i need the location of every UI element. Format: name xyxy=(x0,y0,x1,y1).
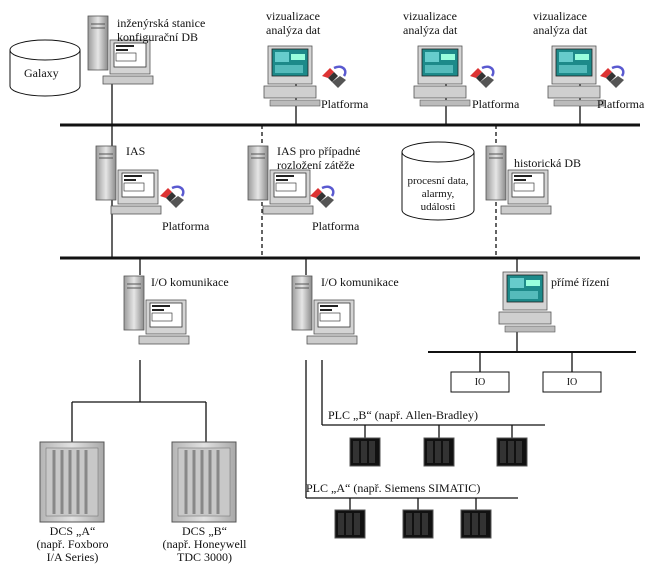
dcs-a-label-1: DCS „A“ xyxy=(49,524,96,538)
viz-station-2-icon xyxy=(413,45,471,107)
dcs-b-rack-icon xyxy=(171,441,237,523)
io-box-2-label: IO xyxy=(566,377,578,388)
viz-station-3-icon xyxy=(547,45,605,107)
eng-station-label-1: inženýrská stanice xyxy=(117,16,206,30)
process-db-label-3: události xyxy=(420,201,456,213)
plc-a-3-icon xyxy=(460,509,492,539)
platform-label-4: Platforma xyxy=(162,219,210,233)
io-box-1 xyxy=(450,371,510,393)
plc-b-label: PLC „B“ (např. Allen-Bradley) xyxy=(328,408,478,422)
plc-b-2-icon xyxy=(423,437,455,467)
ias-lb-label-1: IAS pro případné xyxy=(277,144,361,158)
process-db-icon xyxy=(401,141,475,221)
io-comm-1-label: I/O komunikace xyxy=(151,275,229,289)
viz1-label-1: vizualizace xyxy=(266,9,320,23)
platform-icon-4 xyxy=(158,185,186,210)
viz3-label-2: analýza dat xyxy=(533,23,588,37)
ias-lb-label-2: rozložení zátěže xyxy=(277,158,355,172)
process-db-label-2: alarmy, xyxy=(421,188,455,200)
platform-label-5: Platforma xyxy=(312,219,360,233)
platform-icon-5 xyxy=(308,185,336,210)
historic-db-label: historická DB xyxy=(514,156,581,170)
platform-label-1: Platforma xyxy=(321,97,369,111)
platform-label-2: Platforma xyxy=(472,97,520,111)
io-box-1-label: IO xyxy=(474,377,486,388)
galaxy-label: Galaxy xyxy=(24,66,59,80)
plc-a-label: PLC „A“ (např. Siemens SIMATIC) xyxy=(306,481,481,495)
dcs-b-label-2: (např. Honeywell xyxy=(162,537,247,551)
plc-a-1-icon xyxy=(334,509,366,539)
dcs-a-label-2: (např. Foxboro xyxy=(36,537,109,551)
viz2-label-2: analýza dat xyxy=(403,23,458,37)
plc-b-1-icon xyxy=(349,437,381,467)
direct-control-label: přímé řízení xyxy=(551,275,610,289)
dcs-b-label-1: DCS „B“ xyxy=(182,524,227,538)
direct-control-station-icon xyxy=(498,271,556,333)
viz-station-1-icon xyxy=(263,45,321,107)
platform-label-3: Platforma xyxy=(597,97,645,111)
process-db-label-1: procesní data, xyxy=(407,175,469,187)
platform-icon-1 xyxy=(320,65,348,90)
plc-a-2-icon xyxy=(402,509,434,539)
dcs-a-rack-icon xyxy=(39,441,105,523)
viz3-label-1: vizualizace xyxy=(533,9,587,23)
viz2-label-1: vizualizace xyxy=(403,9,457,23)
io-box-2 xyxy=(542,371,602,393)
galaxy-db-icon xyxy=(9,39,81,97)
dcs-a-label-3: I/A Series) xyxy=(46,550,99,564)
platform-icon-3 xyxy=(598,65,626,90)
ias-label: IAS xyxy=(126,144,146,158)
plc-b-3-icon xyxy=(496,437,528,467)
eng-station-label-2: konfigurační DB xyxy=(117,30,198,44)
io-comm-2-label: I/O komunikace xyxy=(321,275,399,289)
viz1-label-2: analýza dat xyxy=(266,23,321,37)
platform-icon-2 xyxy=(468,65,496,90)
dcs-b-label-3: TDC 3000) xyxy=(177,550,232,564)
